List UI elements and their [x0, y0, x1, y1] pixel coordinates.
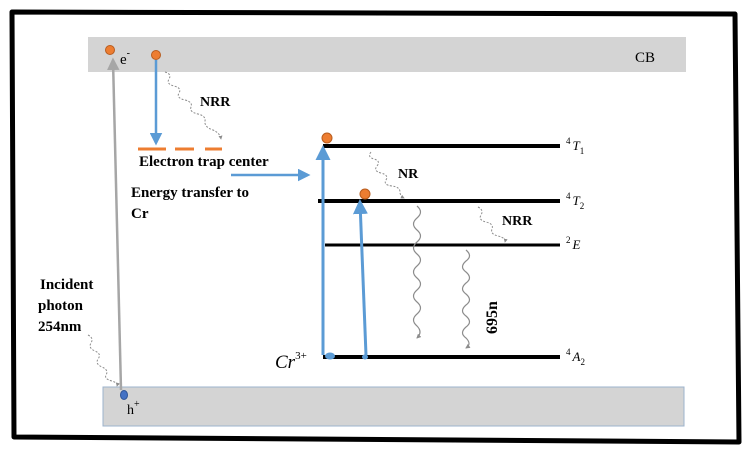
ground-state-dot	[325, 352, 335, 360]
cr-ion-label: Cr3+	[275, 350, 307, 373]
electron-4t2	[359, 188, 371, 200]
conduction-band	[88, 37, 686, 72]
conduction-band-label: CB	[635, 50, 655, 66]
hole-label: h+	[127, 399, 140, 418]
excitation-4a2-4t2-arrow	[352, 199, 368, 356]
emission-wave-2e	[461, 249, 471, 349]
electron-cb-left	[105, 45, 115, 55]
electron-label: e-	[120, 48, 130, 68]
emission-wave-4t2	[412, 205, 422, 339]
nr-label: NR	[398, 167, 419, 182]
energy-transfer-label: Energy transfer to Cr	[131, 185, 253, 222]
valence-band	[102, 386, 685, 427]
hole-vb	[120, 390, 128, 400]
excitation-arrow	[106, 57, 123, 391]
electron-cb-right	[151, 50, 161, 60]
incident-photon-wave	[87, 334, 120, 387]
nrr-top-label: NRR	[200, 95, 231, 110]
nrr-right-wave	[477, 206, 508, 243]
nrr-right-label: NRR	[502, 214, 533, 229]
outer-frame	[9, 9, 742, 445]
incident-photon-label: Incident photon 254nm	[38, 277, 97, 335]
ground-state-dot-2	[362, 354, 368, 360]
nr-wave	[369, 151, 405, 199]
nrr-top-wave	[164, 71, 223, 140]
electron-trap-label: Electron trap center	[139, 154, 269, 170]
electron-4t1	[321, 132, 333, 144]
emission-wavelength-label: 695n	[484, 301, 501, 334]
